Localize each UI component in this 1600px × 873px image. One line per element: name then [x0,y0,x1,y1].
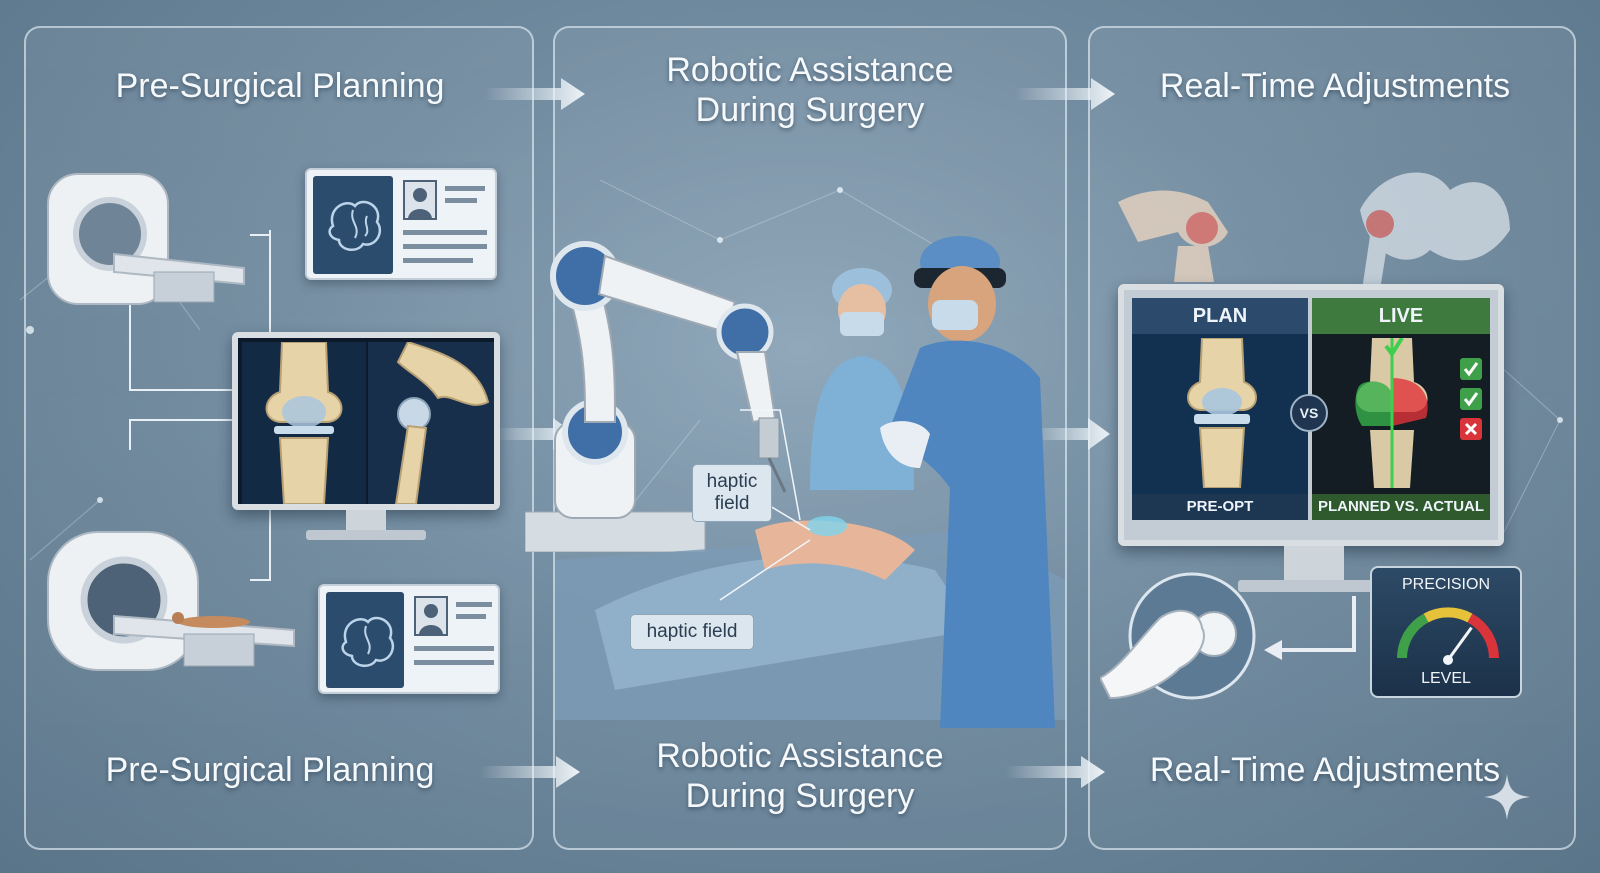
live-pane: LIVE PLANNED VS. ACTUAL [1312,298,1490,520]
haptic-field-callout-lower: haptic field [630,614,754,650]
stage3-title-top: Real-Time Adjustments [1159,67,1511,105]
profile-icon [403,180,437,220]
planning-monitor-base [306,530,426,540]
surgeon-icon [880,236,1055,728]
precision-gauge: PRECISION LEVEL [1370,566,1522,698]
arrow-top-2 [1015,78,1115,110]
check-icon [1460,388,1482,410]
sparkle-icon [1484,774,1530,820]
patient-card-bottom [318,584,500,694]
gauge-needle [1446,626,1473,661]
brain-icon [328,200,382,252]
live-knee-icon [1355,338,1428,488]
stage1-title-top: Pre-Surgical Planning [115,67,445,105]
brain-icon [341,616,395,668]
live-header: LIVE [1312,298,1490,334]
planned-vs-actual-footer: PLANNED VS. ACTUAL [1312,494,1490,520]
hip-hologram-icon [1360,172,1510,290]
gauge-icon [1397,607,1499,665]
mri-scanner-icon [47,531,295,671]
ct-scanner-icon [47,173,245,305]
patient-card-top [305,168,497,280]
knee-hologram-icon [1118,190,1228,282]
stage2-title-bottom-line2: During Surgery [685,777,915,815]
comparison-monitor-stand [1284,546,1344,582]
precision-label: PRECISION [1401,576,1490,593]
stage1-title-bottom: Pre-Surgical Planning [105,751,435,789]
cross-icon [1460,418,1482,440]
planning-monitor [232,332,500,510]
stage2-title-top-line1: Robotic Assistance [666,51,954,89]
stage3-title-bottom: Real-Time Adjustments [1149,751,1501,789]
pre-op-footer: PRE-OPT [1132,494,1308,520]
check-icon [1460,358,1482,380]
comparison-monitor-base [1238,580,1388,592]
haptic-field-upper-line2: field [714,493,750,514]
plan-header: PLAN [1132,298,1308,334]
stage2-title-top: Robotic Assistance During Surgery [580,50,1040,130]
operating-table [555,516,1065,720]
plan-pane: PLAN PRE-OPT [1132,298,1308,520]
profile-icon [414,596,448,636]
stage2-title-bottom-line1: Robotic Assistance [656,737,944,775]
vs-badge: VS [1290,394,1328,432]
stage2-title-top-line2: During Surgery [695,91,925,129]
arrow-bottom-1 [480,756,580,788]
knee-icon [242,342,366,504]
stage2-title-bottom: Robotic Assistance During Surgery [570,736,1030,816]
hand-dial-icon [1100,572,1256,700]
arrow-bottom-2 [1005,756,1105,788]
haptic-field-upper-line1: haptic [706,471,758,492]
arrow-mid-2 [1030,418,1110,450]
nurse-icon [810,268,914,490]
robot-arm-icon [525,241,787,552]
planning-monitor-stand [346,510,386,532]
plan-knee-icon [1187,338,1257,488]
arrow-top-1 [485,78,585,110]
return-arrow [1264,596,1356,660]
comparison-monitor: PLAN PRE-OPT LIVE PLANNED VS. ACTUAL VS [1118,284,1504,546]
hip-icon [368,342,494,504]
level-label: LEVEL [1421,670,1471,687]
haptic-field-callout-upper: haptic field [692,464,772,522]
